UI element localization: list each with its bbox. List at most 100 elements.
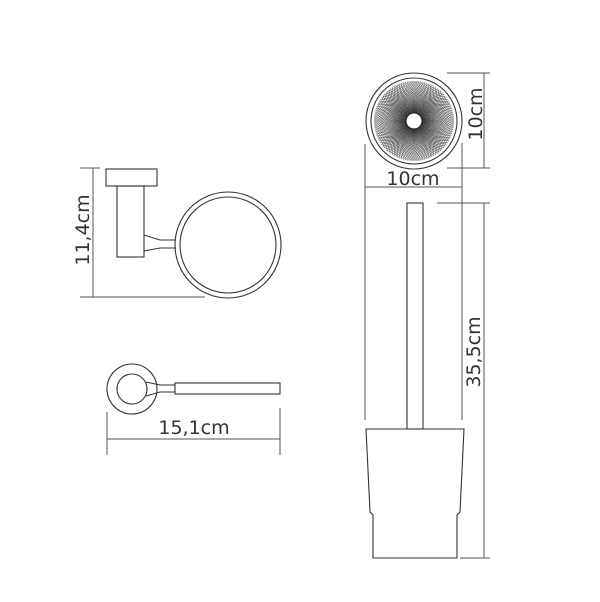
plate-inner <box>116 373 148 405</box>
bristle-line <box>412 126 438 154</box>
bristle-line <box>381 97 414 116</box>
cup-width-dimension: 10cm <box>364 143 463 420</box>
bristle-line <box>385 120 409 150</box>
bristle-line <box>393 86 417 116</box>
bristle-line <box>419 81 426 119</box>
bristle-line <box>401 82 419 117</box>
bristle-line <box>391 87 417 116</box>
bristle-line <box>413 80 423 118</box>
cup-rim-outer <box>365 72 463 170</box>
bristle-line <box>419 81 427 119</box>
bristle-line <box>397 84 418 116</box>
bristle-line <box>407 125 419 161</box>
bristle-line <box>378 102 413 116</box>
bristle-line <box>379 101 414 116</box>
cup-width-label: 10cm <box>386 168 439 190</box>
bristle-line <box>388 89 416 116</box>
bristle-line <box>403 124 411 161</box>
bristle-line <box>392 121 409 155</box>
bristle-line <box>404 124 413 162</box>
bristle-line <box>382 119 409 147</box>
bristle-line <box>419 85 433 120</box>
bristle-line <box>399 83 418 116</box>
bristle-line <box>413 126 443 150</box>
bristle-line <box>419 82 429 120</box>
bristle-line <box>376 105 413 116</box>
bristle-line <box>419 88 438 121</box>
bristle-line <box>373 113 411 124</box>
bristle-line <box>419 119 446 147</box>
bristle-line <box>409 81 421 117</box>
ring-outer <box>174 191 282 299</box>
bristle-line <box>417 81 425 118</box>
total-height-label: 35,5cm <box>463 316 485 387</box>
bristle-line <box>374 109 412 116</box>
bristle-line <box>374 110 411 118</box>
bristle-line <box>415 80 424 118</box>
holder-side-view <box>105 168 282 299</box>
bristle-line <box>419 84 431 120</box>
bristle-line <box>412 126 440 153</box>
bristle-line <box>388 120 409 153</box>
bristle-line <box>397 122 409 158</box>
bristle-line <box>380 118 409 144</box>
bristle-line <box>378 118 409 140</box>
bristle-line <box>412 126 442 151</box>
holder-height-label: 11,4cm <box>72 194 94 265</box>
bristle-line <box>374 115 410 130</box>
bristle-line <box>382 95 415 116</box>
holder-arm <box>143 234 176 252</box>
bristle-pattern <box>373 80 455 162</box>
bristle-line <box>401 123 409 161</box>
arm-neck <box>145 381 175 397</box>
bristle-line <box>411 126 437 155</box>
bristle-line <box>380 99 414 116</box>
total-height-dimension: 35,5cm <box>437 202 490 559</box>
bristle-line <box>408 125 423 161</box>
wall-plate <box>105 168 158 187</box>
bristle-line <box>395 122 409 157</box>
bristle-line <box>374 108 412 116</box>
bristle-line <box>399 122 409 160</box>
bristle-line <box>400 123 409 160</box>
cup-depth-dimension: 10cm <box>447 72 490 169</box>
bristle-line <box>390 88 416 116</box>
holder-width-label: 15,1cm <box>158 417 229 439</box>
bristle-line <box>419 82 428 119</box>
cup-rim-inner <box>370 77 458 165</box>
bristle-line <box>376 117 409 136</box>
wall-post <box>116 185 145 258</box>
cup-depth-label: 10cm <box>465 87 487 140</box>
bristle-line <box>390 121 409 154</box>
bristle-line <box>375 116 410 134</box>
brush-side-view <box>365 202 465 559</box>
bristle-line <box>394 121 409 156</box>
bristle-line <box>407 81 421 117</box>
bristle-line <box>407 125 421 161</box>
bristle-line <box>402 123 409 161</box>
bristle-line <box>379 118 409 142</box>
bristle-line <box>375 106 413 116</box>
bristle-line <box>419 86 434 121</box>
bristle-line <box>375 107 412 116</box>
bristle-line <box>387 120 409 152</box>
bristle-line <box>405 81 420 117</box>
bristle-line <box>410 126 429 159</box>
bristle-line <box>411 126 433 157</box>
brush-handle <box>406 202 424 430</box>
bristle-line <box>410 126 431 158</box>
bristle-line <box>419 120 443 150</box>
bristle-line <box>373 111 411 120</box>
brush-cup <box>365 428 465 559</box>
plate-outer <box>106 363 158 415</box>
bristle-line <box>375 116 410 132</box>
bristle-line <box>419 120 441 152</box>
bristle-line <box>377 104 413 116</box>
bristle-line <box>409 125 427 160</box>
bristle-line <box>373 112 411 122</box>
bristle-line <box>374 114 410 126</box>
bristle-line <box>405 124 415 162</box>
bristle-line <box>403 82 419 117</box>
bristle-line <box>406 124 417 162</box>
